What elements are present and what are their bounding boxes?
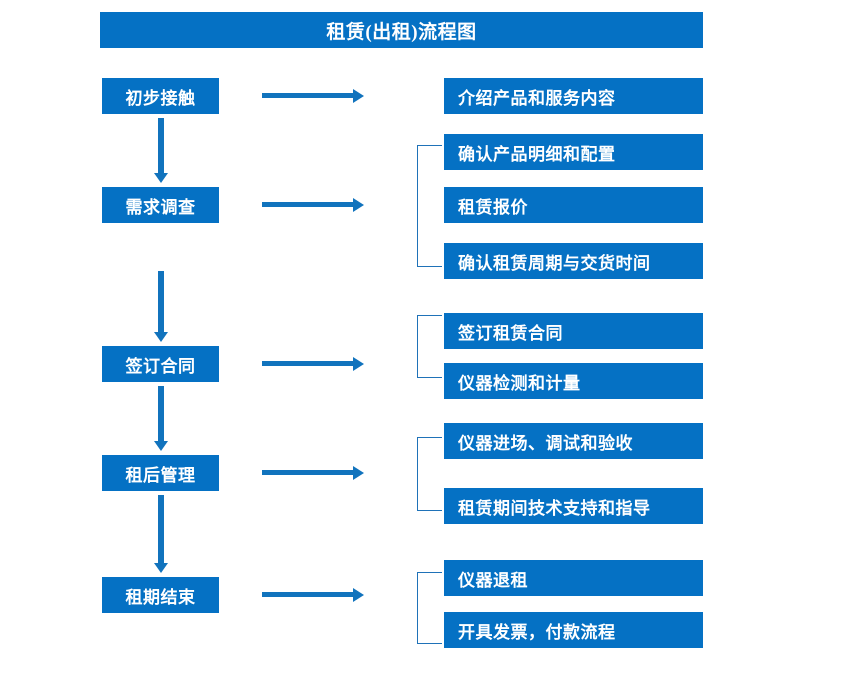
- arrow-head: [353, 588, 364, 602]
- arrow-shaft: [262, 592, 354, 597]
- stage-box-1[interactable]: 初步接触: [102, 78, 219, 114]
- detail-box-5[interactable]: 签订租赁合同: [444, 313, 703, 349]
- group-bracket-end-of-term: [417, 572, 442, 644]
- arrow-head: [353, 357, 364, 371]
- branch-arrow-stage4: [262, 466, 364, 480]
- arrow-head: [154, 173, 168, 183]
- connector-arrow-stage1-stage2: [154, 118, 168, 183]
- connector-arrow-stage4-stage5: [154, 495, 168, 573]
- detail-box-1[interactable]: 介绍产品和服务内容: [444, 78, 703, 114]
- detail-box-9[interactable]: 仪器退租: [444, 560, 703, 596]
- detail-box-2[interactable]: 确认产品明细和配置: [444, 134, 703, 170]
- detail-box-8[interactable]: 租赁期间技术支持和指导: [444, 488, 703, 524]
- stage-box-2[interactable]: 需求调查: [102, 187, 219, 223]
- branch-arrow-stage5: [262, 588, 364, 602]
- arrow-head: [154, 563, 168, 573]
- detail-box-7[interactable]: 仪器进场、调试和验收: [444, 423, 703, 459]
- arrow-shaft: [158, 271, 164, 332]
- arrow-head: [353, 198, 364, 212]
- group-bracket-post-rental: [417, 437, 442, 511]
- stage-box-4[interactable]: 租后管理: [102, 455, 219, 491]
- arrow-shaft: [262, 361, 354, 366]
- arrow-shaft: [158, 495, 164, 563]
- connector-arrow-stage2-stage3: [154, 271, 168, 342]
- arrow-shaft: [262, 93, 354, 98]
- group-bracket-contract: [417, 315, 442, 378]
- connector-arrow-stage3-stage4: [154, 386, 168, 451]
- arrow-head: [353, 466, 364, 480]
- group-bracket-requirements: [417, 145, 442, 267]
- arrow-shaft: [262, 470, 354, 475]
- detail-box-10[interactable]: 开具发票，付款流程: [444, 612, 703, 648]
- branch-arrow-stage1: [262, 89, 364, 103]
- detail-box-3[interactable]: 租赁报价: [444, 187, 703, 223]
- arrow-shaft: [158, 386, 164, 441]
- arrow-shaft: [262, 202, 354, 207]
- detail-box-4[interactable]: 确认租赁周期与交货时间: [444, 243, 703, 279]
- arrow-head: [154, 441, 168, 451]
- arrow-shaft: [158, 118, 164, 173]
- stage-box-5[interactable]: 租期结束: [102, 577, 219, 613]
- branch-arrow-stage2: [262, 198, 364, 212]
- detail-box-6[interactable]: 仪器检测和计量: [444, 363, 703, 399]
- stage-box-3[interactable]: 签订合同: [102, 346, 219, 382]
- flowchart-title: 租赁(出租)流程图: [100, 12, 703, 48]
- arrow-head: [353, 89, 364, 103]
- arrow-head: [154, 332, 168, 342]
- branch-arrow-stage3: [262, 357, 364, 371]
